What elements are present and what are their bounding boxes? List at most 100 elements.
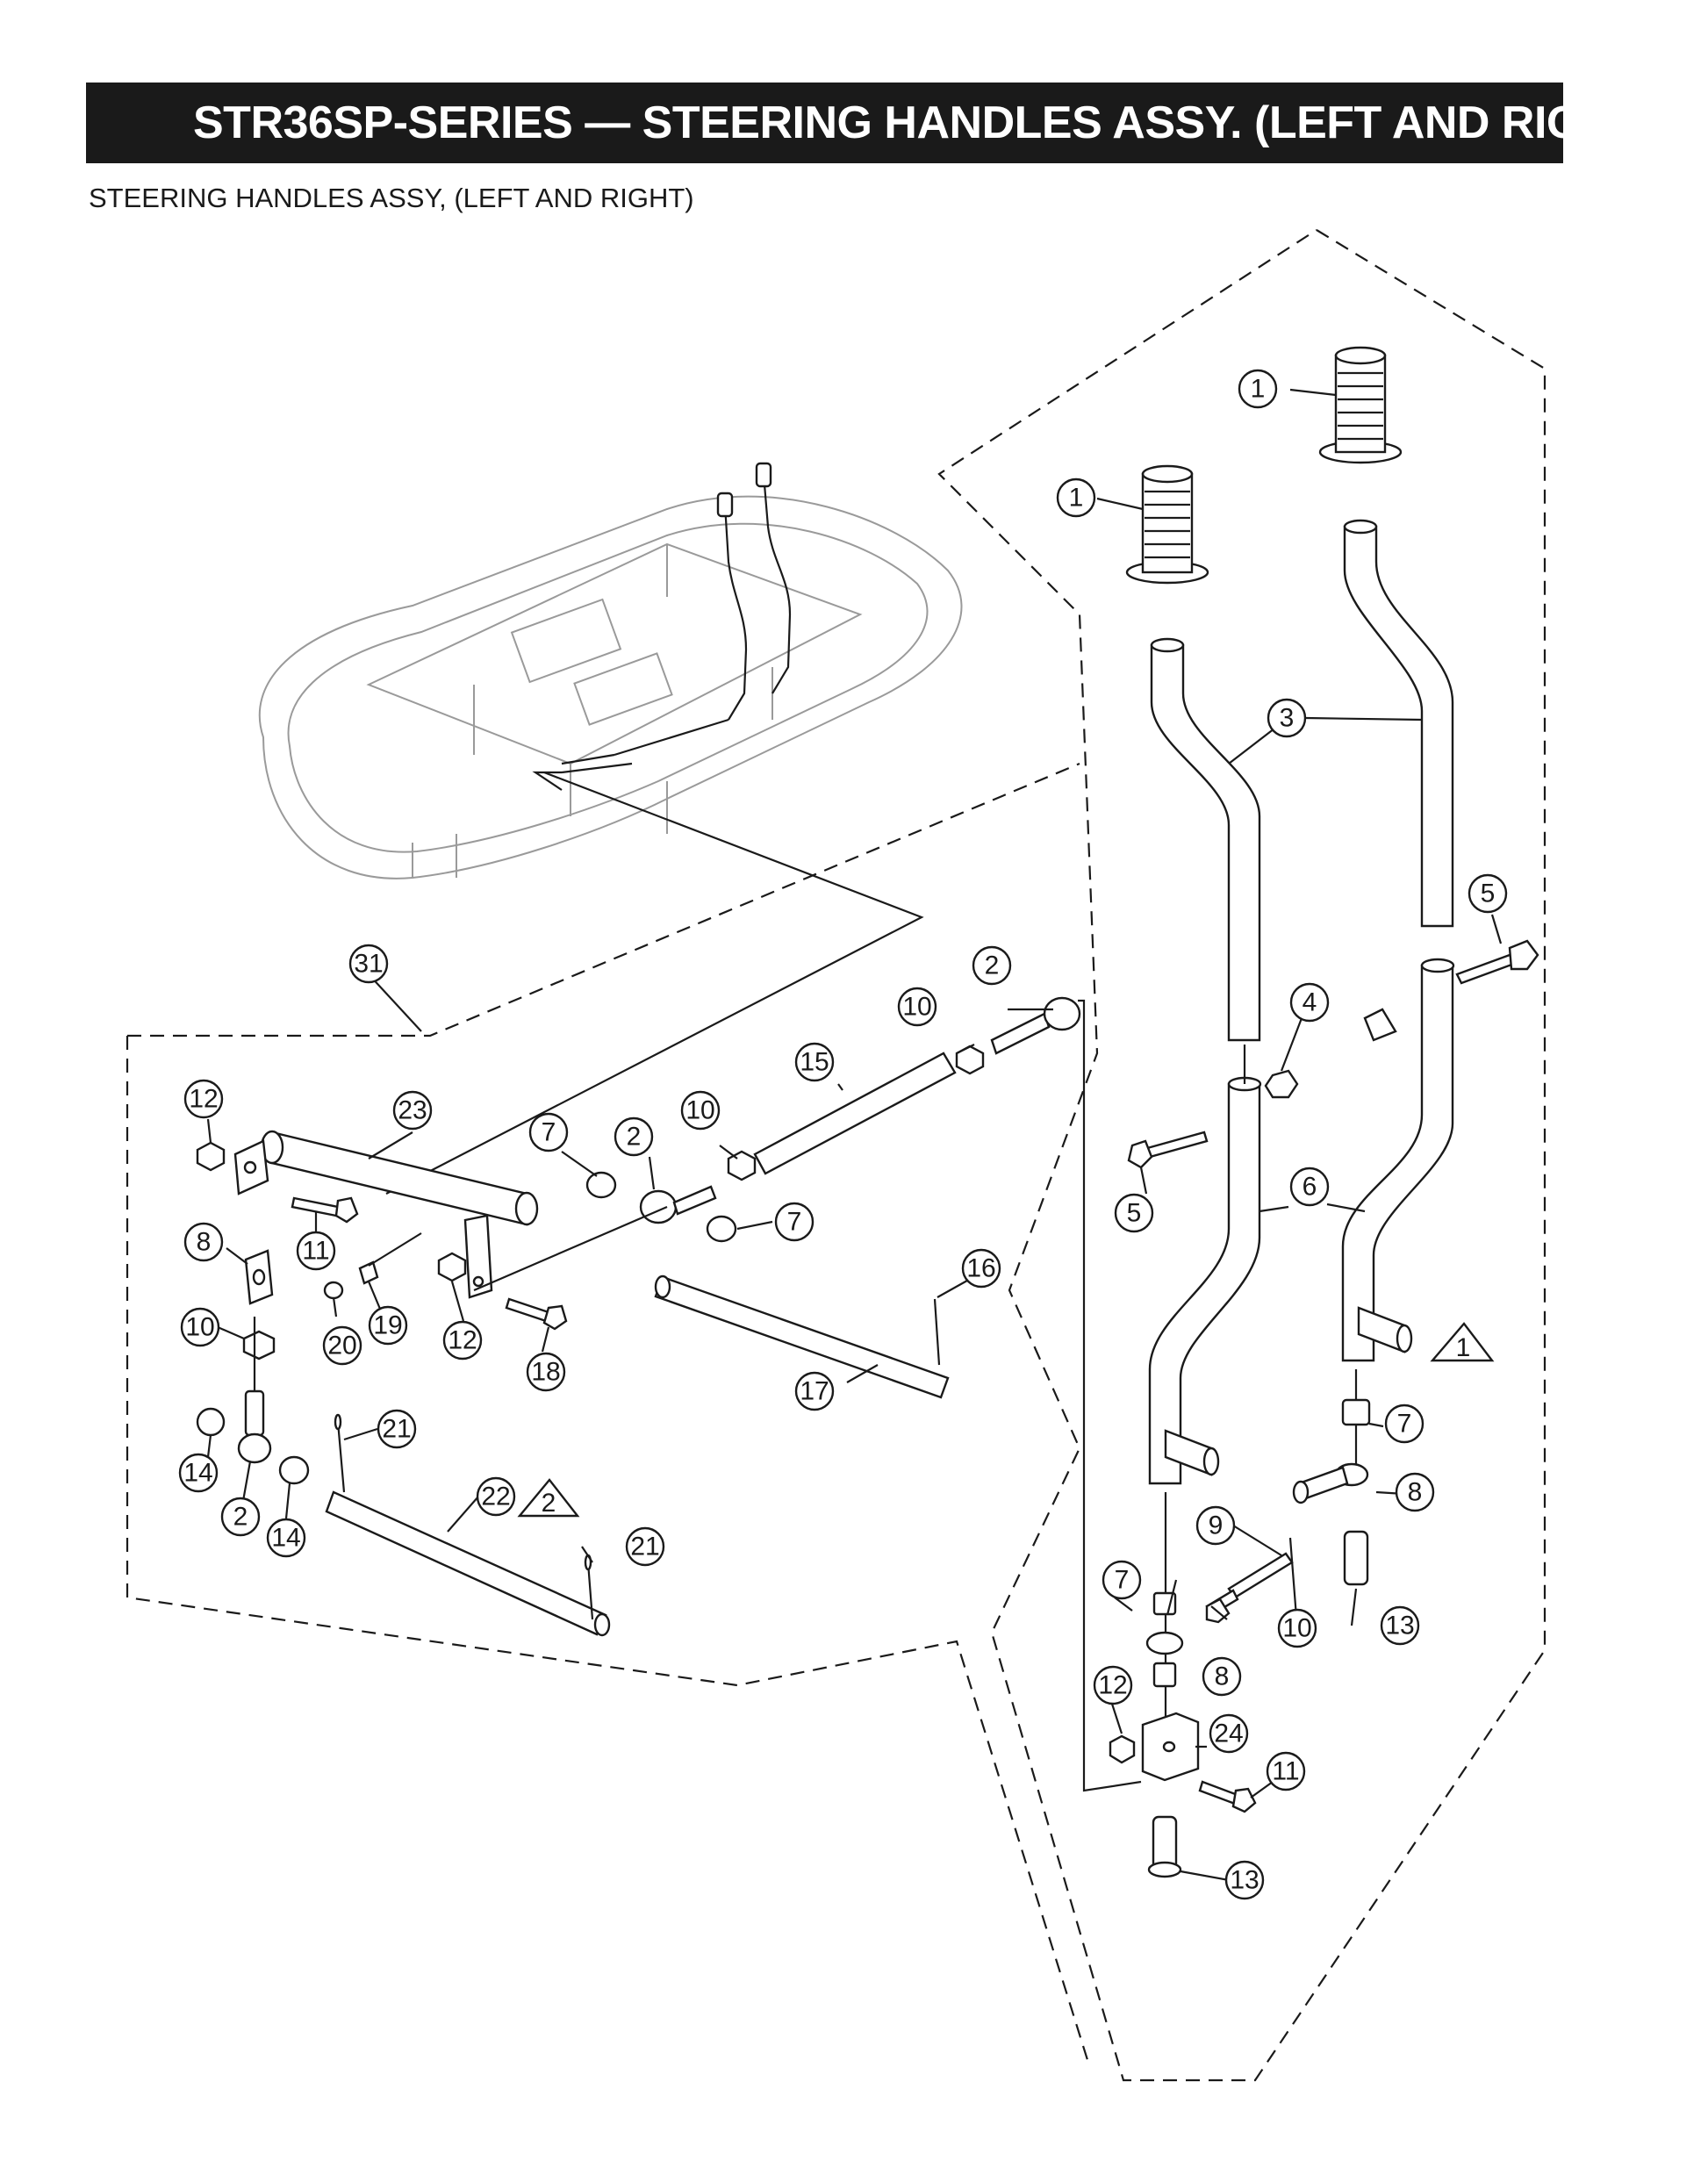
callout-8-lower: 8 bbox=[1202, 1656, 1242, 1697]
callout-13-lower: 13 bbox=[1224, 1860, 1265, 1900]
svg-text:14: 14 bbox=[183, 1459, 212, 1488]
callout-14-right: 14 bbox=[266, 1518, 306, 1558]
callout-6: 6 bbox=[1289, 1167, 1330, 1207]
callout-7-mid: 7 bbox=[774, 1202, 815, 1242]
callout-2-top: 2 bbox=[972, 945, 1012, 986]
svg-text:11: 11 bbox=[1272, 1757, 1299, 1786]
callout-16: 16 bbox=[961, 1248, 1001, 1289]
mower-frame-overview bbox=[258, 462, 963, 879]
svg-text:4: 4 bbox=[1303, 988, 1317, 1017]
svg-text:22: 22 bbox=[481, 1483, 510, 1511]
page-title: STR36SP-SERIES — STEERING HANDLES ASSY. … bbox=[86, 83, 1563, 163]
svg-text:10: 10 bbox=[685, 1096, 714, 1125]
callout-10-mid: 10 bbox=[680, 1090, 721, 1131]
hardware-right bbox=[1127, 939, 1539, 1169]
svg-text:13: 13 bbox=[1230, 1866, 1259, 1895]
svg-text:15: 15 bbox=[800, 1048, 829, 1077]
svg-text:7: 7 bbox=[1397, 1410, 1412, 1439]
callout-7-top: 7 bbox=[528, 1112, 569, 1152]
callout-1-right: 1 bbox=[1238, 369, 1278, 409]
callout-24: 24 bbox=[1209, 1713, 1249, 1754]
callout-8-right: 8 bbox=[1395, 1472, 1435, 1512]
callout-15: 15 bbox=[794, 1042, 835, 1082]
svg-text:1: 1 bbox=[1251, 375, 1266, 404]
svg-text:16: 16 bbox=[966, 1254, 995, 1283]
callout-21-bottom: 21 bbox=[625, 1526, 665, 1567]
callout-13-right: 13 bbox=[1380, 1605, 1420, 1646]
svg-text:6: 6 bbox=[1303, 1173, 1317, 1202]
callout-14-left: 14 bbox=[178, 1453, 219, 1493]
svg-text:2: 2 bbox=[985, 951, 1000, 980]
svg-text:10: 10 bbox=[185, 1313, 214, 1342]
svg-text:8: 8 bbox=[1408, 1478, 1423, 1507]
svg-text:12: 12 bbox=[448, 1326, 477, 1355]
callout-23: 23 bbox=[392, 1090, 433, 1131]
callout-12-top-left: 12 bbox=[183, 1079, 224, 1119]
callout-10-left: 10 bbox=[180, 1307, 220, 1347]
svg-text:11: 11 bbox=[302, 1237, 329, 1266]
svg-text:12: 12 bbox=[1098, 1671, 1127, 1700]
callout-22: 22 bbox=[476, 1476, 516, 1517]
warning-triangle-1: 1 bbox=[1430, 1322, 1495, 1362]
svg-text:31: 31 bbox=[354, 950, 383, 979]
callout-4: 4 bbox=[1289, 982, 1330, 1023]
linkage-axis-line bbox=[1078, 999, 1142, 1792]
warning-triangle-2: 2 bbox=[517, 1478, 580, 1518]
svg-text:24: 24 bbox=[1214, 1719, 1243, 1748]
svg-text:2: 2 bbox=[542, 1489, 556, 1518]
assembly-axis-lines bbox=[1164, 1045, 1358, 1773]
callout-3: 3 bbox=[1267, 698, 1307, 738]
svg-text:10: 10 bbox=[1282, 1614, 1311, 1643]
lower-hardware bbox=[1109, 1398, 1371, 1878]
svg-text:21: 21 bbox=[382, 1415, 411, 1444]
callout-11-lower: 11 bbox=[1266, 1751, 1306, 1791]
svg-text:7: 7 bbox=[542, 1118, 556, 1147]
callout-leaders bbox=[206, 388, 1503, 1882]
callout-21-top: 21 bbox=[377, 1409, 417, 1449]
callout-8-left: 8 bbox=[183, 1222, 224, 1262]
callout-31-leader bbox=[368, 973, 422, 1032]
linkage-assembly bbox=[196, 996, 1081, 1637]
svg-text:8: 8 bbox=[197, 1228, 212, 1257]
callout-9: 9 bbox=[1195, 1505, 1236, 1546]
svg-text:13: 13 bbox=[1385, 1612, 1414, 1640]
callout-5-left: 5 bbox=[1114, 1193, 1154, 1233]
svg-text:23: 23 bbox=[398, 1096, 427, 1125]
svg-text:14: 14 bbox=[271, 1524, 300, 1553]
svg-text:19: 19 bbox=[373, 1311, 402, 1340]
callout-7-lower: 7 bbox=[1102, 1560, 1142, 1600]
svg-text:8: 8 bbox=[1215, 1662, 1230, 1691]
callout-7-right: 7 bbox=[1384, 1404, 1425, 1444]
svg-text:7: 7 bbox=[1115, 1566, 1130, 1595]
svg-text:2: 2 bbox=[233, 1503, 248, 1532]
svg-text:18: 18 bbox=[531, 1358, 560, 1387]
callout-2-mid: 2 bbox=[614, 1116, 654, 1157]
callout-31: 31 bbox=[348, 944, 389, 984]
right-handle-assembly bbox=[1318, 346, 1455, 1362]
callout-17: 17 bbox=[794, 1371, 835, 1411]
svg-text:10: 10 bbox=[902, 993, 931, 1022]
callout-2-left: 2 bbox=[220, 1497, 261, 1537]
svg-text:9: 9 bbox=[1209, 1511, 1224, 1540]
svg-text:12: 12 bbox=[189, 1085, 218, 1114]
callout-12-lower: 12 bbox=[1093, 1665, 1133, 1705]
svg-text:21: 21 bbox=[630, 1533, 659, 1562]
svg-text:1: 1 bbox=[1069, 484, 1084, 513]
svg-text:5: 5 bbox=[1127, 1199, 1142, 1228]
svg-text:20: 20 bbox=[327, 1332, 356, 1360]
svg-text:5: 5 bbox=[1481, 879, 1496, 908]
callout-18: 18 bbox=[526, 1352, 566, 1392]
svg-text:3: 3 bbox=[1280, 704, 1295, 733]
callout-10-top: 10 bbox=[897, 987, 937, 1027]
callout-10-right: 10 bbox=[1277, 1608, 1317, 1648]
handle-group-boundary bbox=[937, 229, 1547, 2082]
page-subtitle: STEERING HANDLES ASSY, (LEFT AND RIGHT) bbox=[89, 183, 694, 213]
callout-5-right: 5 bbox=[1468, 873, 1508, 914]
detail-leader-line bbox=[385, 771, 924, 1195]
callout-12-mid-left: 12 bbox=[442, 1320, 483, 1360]
callout-19: 19 bbox=[368, 1305, 408, 1346]
svg-text:2: 2 bbox=[627, 1123, 642, 1152]
callout-11-left: 11 bbox=[296, 1231, 336, 1271]
